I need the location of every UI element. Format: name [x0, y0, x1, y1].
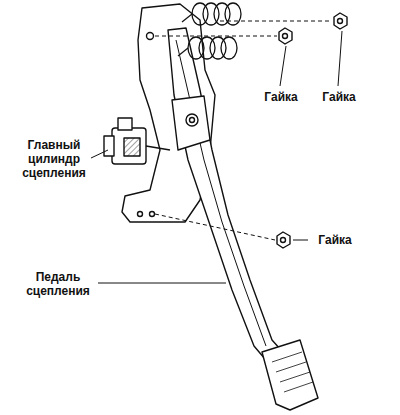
master-cylinder	[104, 118, 170, 164]
part-label: Гайка	[314, 90, 364, 104]
nut	[279, 28, 292, 44]
pedal-pad	[262, 340, 318, 410]
leader-line	[91, 31, 342, 283]
nut	[334, 13, 347, 29]
nut	[277, 232, 290, 248]
part-label: Педаль сцепления	[18, 270, 98, 298]
part-label: Гайка	[310, 233, 360, 247]
part-label: Главный цилиндр сцепления	[16, 138, 92, 180]
return-springs	[178, 3, 241, 59]
pedal-arm	[168, 28, 290, 372]
part-label: Гайка	[256, 90, 306, 104]
